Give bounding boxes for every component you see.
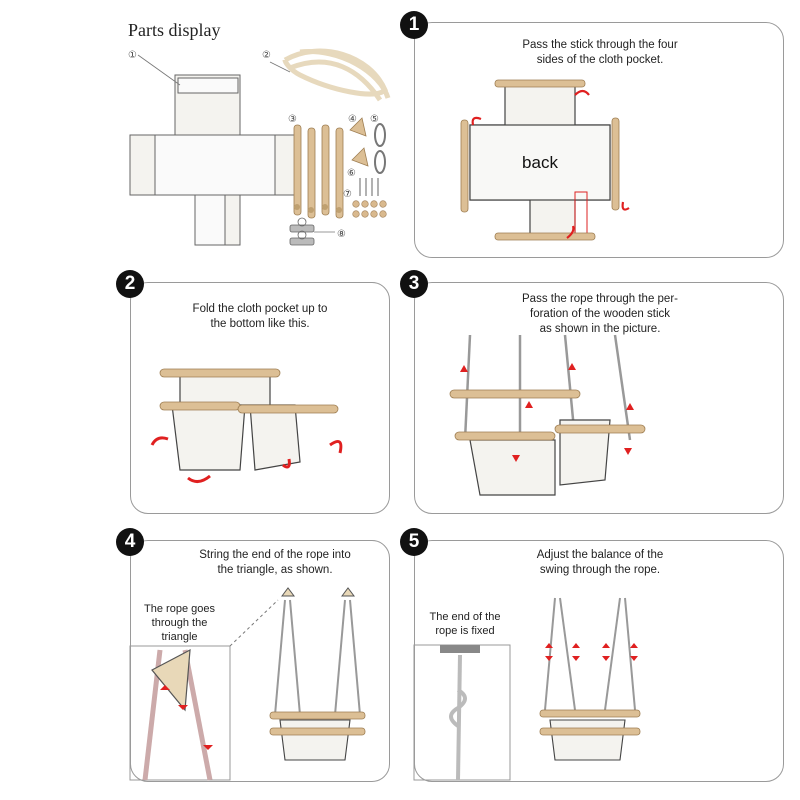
step-5-swing-ropes bbox=[544, 597, 636, 711]
ceiling-hangers bbox=[289, 217, 315, 246]
ceiling-mount bbox=[440, 645, 480, 653]
part-label-7: ⑦ bbox=[343, 189, 352, 200]
step-4-swing-ropes bbox=[274, 599, 361, 716]
step-4-arrows bbox=[160, 685, 213, 750]
caption-line: as shown in the picture. bbox=[539, 323, 661, 335]
parts-display-title: Parts display bbox=[128, 20, 221, 40]
callout-line: rope is fixed bbox=[435, 625, 495, 637]
step-1-caption: Pass the stick through the four sides of… bbox=[430, 38, 770, 68]
caption-line: the bottom like this. bbox=[210, 318, 310, 330]
snap-hooks bbox=[374, 123, 386, 174]
step-3-caption: Pass the rope through the per- foration … bbox=[440, 292, 760, 337]
caption-line: swing through the rope. bbox=[539, 564, 661, 576]
step-4-caption: String the end of the rope into the tria… bbox=[170, 548, 380, 578]
part-label-3: ③ bbox=[288, 114, 297, 125]
caption-line: Adjust the balance of the bbox=[536, 549, 664, 561]
step-4-callout: The rope goes through the triangle bbox=[132, 602, 227, 644]
part-label-8: ⑧ bbox=[337, 229, 346, 240]
step-3-sticks bbox=[449, 389, 646, 441]
step-3-badge: 3 bbox=[400, 270, 428, 298]
callout-line: The end of the bbox=[429, 611, 501, 623]
step-1-badge: 1 bbox=[400, 11, 428, 39]
caption-line: the triangle, as shown. bbox=[217, 564, 333, 576]
step-2-caption: Fold the cloth pocket up to the bottom l… bbox=[150, 302, 370, 332]
caption-line: Fold the cloth pocket up to bbox=[192, 303, 328, 315]
callout-line: through the bbox=[151, 617, 208, 629]
part-label-2: ② bbox=[262, 50, 271, 61]
step-2-sticks bbox=[159, 368, 339, 414]
step-2-badge: 2 bbox=[116, 270, 144, 298]
rope-coil bbox=[282, 48, 391, 102]
step-3-illustration bbox=[449, 334, 646, 496]
part-label-4: ④ bbox=[348, 114, 357, 125]
fixed-rope-knot bbox=[449, 654, 467, 781]
callout-line: triangle bbox=[161, 631, 198, 643]
step-1-illustration: back bbox=[460, 79, 630, 241]
step-2-illustration bbox=[150, 368, 343, 483]
back-label: back bbox=[522, 153, 558, 172]
step-5-sticks bbox=[539, 709, 641, 736]
step-5-caption: Adjust the balance of the swing through … bbox=[440, 548, 760, 578]
step-4-badge: 4 bbox=[116, 528, 144, 556]
caption-line: String the end of the rope into bbox=[199, 549, 351, 561]
step-5-arrows bbox=[545, 643, 638, 661]
part-label-6: ⑥ bbox=[347, 168, 356, 179]
step-4-sticks bbox=[269, 711, 366, 736]
parts-illustration: ① ② ③ ④ ⑤ ⑥ ⑦ ⑧ bbox=[128, 48, 391, 246]
triangle-parts bbox=[349, 117, 369, 167]
step-5-badge: 5 bbox=[400, 528, 428, 556]
caption-line: Pass the stick through the four bbox=[522, 39, 678, 51]
wooden-sticks bbox=[293, 124, 344, 219]
screws bbox=[359, 178, 379, 196]
step-1-arrows bbox=[471, 89, 630, 239]
step-3-arrows bbox=[460, 363, 634, 462]
caption-line: Pass the rope through the per- bbox=[522, 293, 678, 305]
caption-line: sides of the cloth pocket. bbox=[536, 54, 664, 66]
step-2-arrows bbox=[150, 436, 343, 483]
step-5-callout: The end of the rope is fixed bbox=[420, 610, 510, 638]
cloth-pocket-flat bbox=[129, 74, 296, 246]
part-label-5: ⑤ bbox=[370, 114, 379, 125]
callout-line: The rope goes bbox=[144, 603, 215, 615]
part-label-1: ① bbox=[128, 50, 137, 61]
caption-line: foration of the wooden stick bbox=[530, 308, 670, 320]
wooden-beads bbox=[352, 200, 387, 218]
